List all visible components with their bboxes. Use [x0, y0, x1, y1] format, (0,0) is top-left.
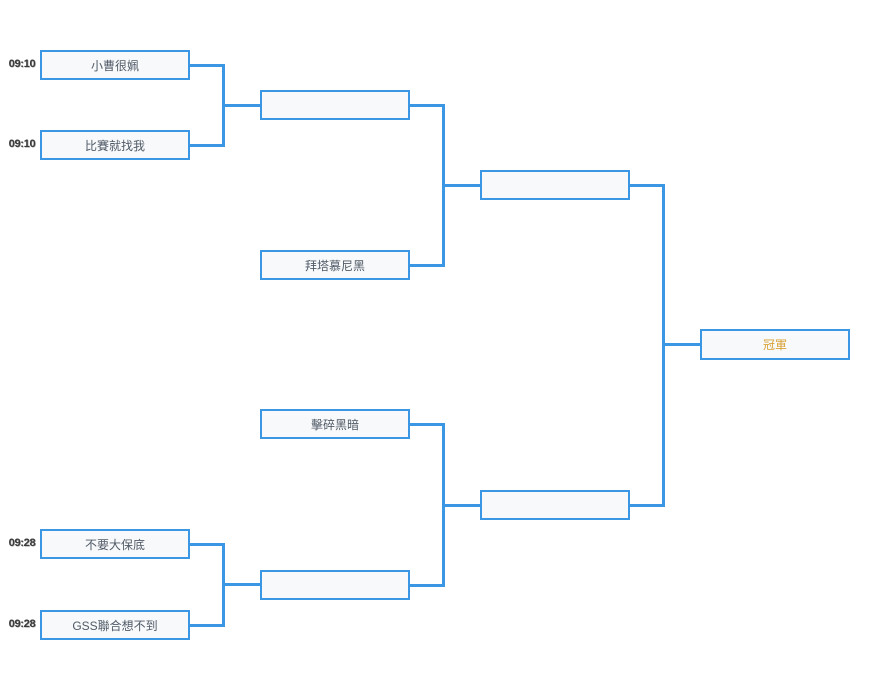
- connector-line: [665, 343, 700, 346]
- connector-line: [222, 543, 225, 627]
- team-name: 不要大保底: [84, 537, 145, 552]
- connector-line: [225, 583, 260, 586]
- round2-team-slot-1[interactable]: [260, 90, 410, 120]
- round1-team-slot-3[interactable]: 不要大保底: [40, 529, 190, 559]
- connector-line: [445, 184, 480, 187]
- round2-team-slot-3[interactable]: 擊碎黑暗: [260, 409, 410, 439]
- semifinal-slot-1[interactable]: [480, 170, 630, 200]
- connector-line: [222, 64, 225, 147]
- match-time-label: 09:10: [8, 58, 36, 70]
- connector-line: [442, 423, 445, 587]
- team-name: 擊碎黑暗: [310, 417, 359, 432]
- connector-line: [410, 264, 445, 267]
- connector-line: [410, 104, 445, 107]
- round2-team-slot-2[interactable]: 拜塔慕尼黑: [260, 250, 410, 280]
- round1-team-slot-2[interactable]: 比賽就找我: [40, 130, 190, 160]
- match-time-label: 09:28: [8, 618, 36, 630]
- connector-line: [410, 423, 445, 426]
- champion-slot[interactable]: 冠軍: [700, 329, 850, 360]
- connector-line: [225, 104, 260, 107]
- connector-line: [662, 184, 665, 507]
- connector-line: [630, 184, 665, 187]
- connector-line: [190, 624, 225, 627]
- team-name: GSS聯合想不到: [72, 618, 158, 633]
- team-name: 比賽就找我: [84, 138, 145, 153]
- connector-line: [442, 104, 445, 267]
- match-time-label: 09:28: [8, 537, 36, 549]
- team-name: 小曹很姵: [90, 58, 139, 73]
- champion-label: 冠軍: [762, 338, 787, 352]
- connector-line: [445, 504, 480, 507]
- connector-line: [630, 504, 665, 507]
- round1-team-slot-1[interactable]: 小曹很姵: [40, 50, 190, 80]
- connector-line: [410, 584, 445, 587]
- connector-line: [190, 543, 225, 546]
- connector-line: [190, 64, 225, 67]
- match-time-label: 09:10: [8, 138, 36, 150]
- round2-team-slot-4[interactable]: [260, 570, 410, 600]
- connector-line: [190, 144, 225, 147]
- semifinal-slot-2[interactable]: [480, 490, 630, 520]
- team-name: 拜塔慕尼黑: [304, 258, 365, 273]
- round1-team-slot-4[interactable]: GSS聯合想不到: [40, 610, 190, 640]
